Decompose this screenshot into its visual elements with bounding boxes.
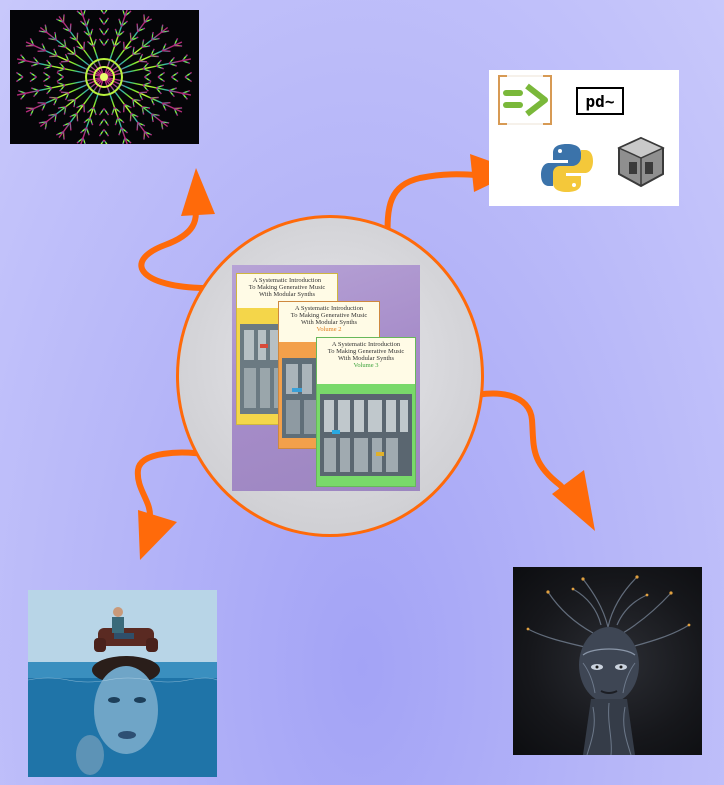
software-logos-panel: pd~ bbox=[489, 70, 679, 206]
eurorack-logo-icon bbox=[498, 75, 552, 125]
arrow-to-top-right bbox=[384, 171, 481, 246]
mandala-image bbox=[10, 10, 199, 144]
volume-3-synth-image bbox=[320, 394, 412, 476]
volume-3-title: A Systematic Introduction To Making Gene… bbox=[317, 338, 415, 384]
book-cover-image: A Systematic Introduction To Making Gene… bbox=[232, 265, 420, 491]
python-logo-icon bbox=[541, 140, 593, 194]
arrowhead-bottom-right bbox=[552, 470, 595, 531]
arrow-to-bottom-left bbox=[134, 449, 213, 518]
neural-head-portrait-image bbox=[513, 567, 702, 755]
volume-2-title: A Systematic Introduction To Making Gene… bbox=[279, 302, 379, 342]
arrow-to-top-left bbox=[138, 202, 221, 292]
vcv-cube-logo-icon bbox=[617, 136, 665, 188]
arrowhead-bottom-left bbox=[138, 510, 177, 560]
pure-data-logo-icon: pd~ bbox=[576, 87, 624, 115]
svg-text:pd~: pd~ bbox=[586, 92, 615, 111]
arrowhead-top-left bbox=[181, 168, 215, 216]
surreal-water-portrait-image bbox=[28, 590, 217, 777]
volume-3-cover: A Systematic Introduction To Making Gene… bbox=[316, 337, 416, 487]
